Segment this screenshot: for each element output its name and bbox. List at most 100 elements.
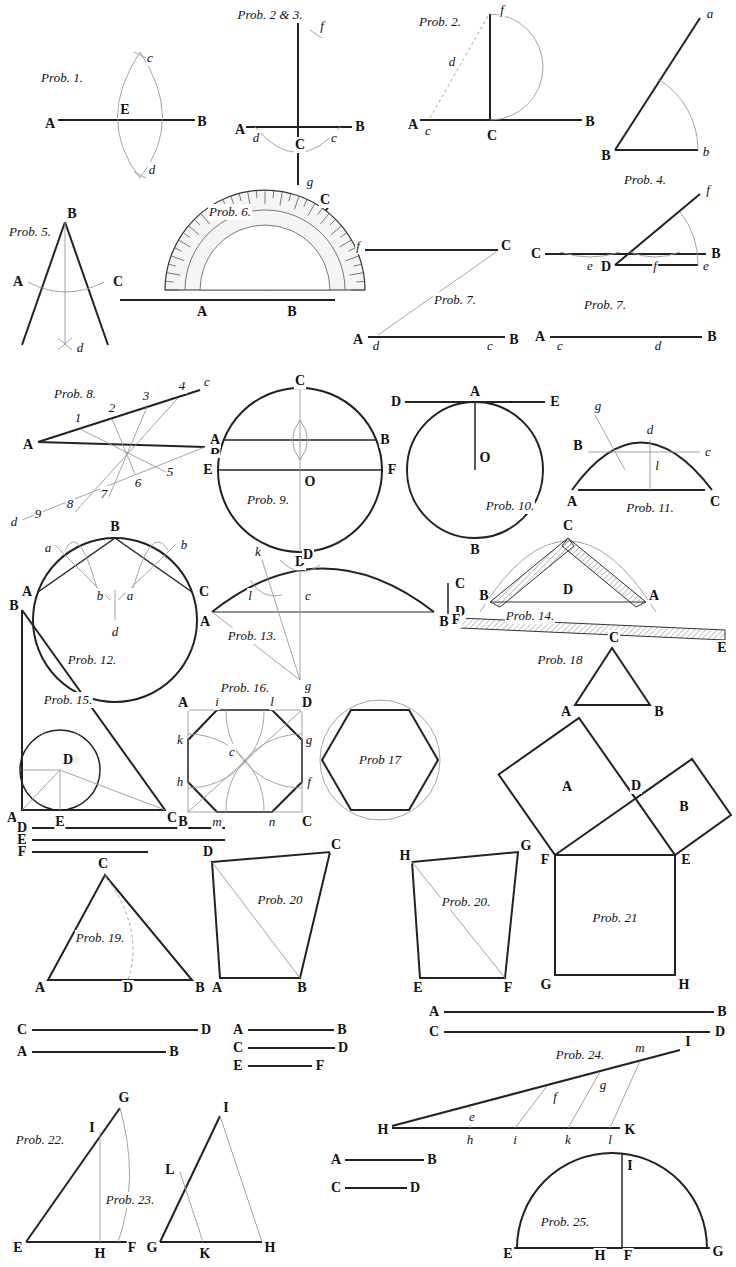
protractor-tick: [289, 193, 291, 201]
construction-letter: 4: [178, 378, 187, 394]
protractor-tick: [320, 213, 329, 224]
construction-letter: c: [304, 588, 312, 604]
protractor-tick: [165, 290, 179, 291]
problem-title: Prob. 20.: [441, 894, 491, 910]
protractor: [165, 190, 365, 290]
square-rule: [460, 538, 725, 640]
construction-letter: g: [306, 174, 315, 190]
point-letter: E: [12, 1240, 23, 1256]
construction-letter: f: [355, 238, 361, 254]
protractor-tick: [167, 273, 181, 275]
construction-letter: f: [552, 1089, 558, 1105]
point-letter: D: [562, 582, 574, 598]
point-letter: E: [119, 102, 130, 118]
construction-letter: g: [304, 678, 313, 694]
point-letter: I: [222, 1100, 229, 1116]
point-letter: A: [232, 1022, 244, 1038]
protractor-tick: [194, 219, 200, 225]
problem-title: Prob. 24.: [555, 1047, 605, 1063]
problem-title: Prob. 7.: [583, 297, 627, 313]
construction-letter: f: [319, 18, 325, 34]
point-letter: A: [648, 588, 660, 604]
construction-letter: c: [704, 444, 712, 460]
point-letter: A: [12, 274, 24, 290]
problem-title: Prob. 7.: [433, 292, 477, 308]
construction-letter: d: [252, 130, 261, 146]
point-letter: D: [302, 547, 314, 563]
protractor-tick: [350, 273, 364, 275]
protractor-tick: [174, 248, 181, 251]
protractor-tick: [318, 208, 323, 215]
construction-letter: g: [599, 1077, 608, 1093]
construction-letter: m: [211, 814, 222, 830]
point-letter: G: [146, 1240, 159, 1256]
construction-letter: e: [702, 258, 710, 274]
protractor-tick: [304, 199, 307, 206]
point-letter: B: [678, 799, 689, 815]
point-letter: D: [200, 1022, 212, 1038]
point-letter: C: [428, 1024, 440, 1040]
protractor-tick: [308, 203, 315, 215]
point-letter: B: [354, 119, 365, 135]
point-letter: H: [594, 1248, 607, 1264]
point-letter: B: [168, 1044, 179, 1060]
point-letter: H: [678, 977, 691, 993]
construction-letter: k: [254, 544, 262, 560]
problem-title: Prob. 14.: [505, 608, 555, 624]
construction-letter: l: [654, 458, 660, 474]
point-letter: B: [286, 304, 297, 320]
point-letter: A: [16, 1044, 28, 1060]
construction-letter: d: [76, 340, 85, 356]
problem-title: Prob. 5.: [8, 224, 52, 240]
point-letter: O: [479, 450, 492, 466]
point-letter: F: [540, 852, 551, 868]
point-letter: B: [716, 1004, 727, 1020]
construction-letter: h: [466, 1132, 475, 1148]
point-letter: H: [264, 1240, 277, 1256]
point-letter: D: [301, 695, 313, 711]
point-letter: B: [109, 519, 120, 535]
protractor-tick: [351, 290, 365, 291]
construction-letter: k: [176, 732, 184, 748]
construction-letter: c: [146, 50, 154, 66]
construction-letter: d: [654, 338, 663, 354]
construction-letter: c: [556, 338, 564, 354]
protractor-tick: [340, 233, 347, 238]
point-letter: A: [177, 695, 189, 711]
protractor-tick: [165, 281, 173, 283]
construction-letter: g: [594, 398, 603, 414]
point-letter: A: [469, 384, 481, 400]
point-letter: F: [623, 1248, 634, 1264]
point-letter: A: [352, 332, 364, 348]
point-letter: B: [296, 980, 307, 996]
point-letter: B: [584, 114, 595, 130]
point-letter: D: [390, 394, 402, 410]
construction-letter: i: [214, 694, 220, 710]
point-letter: I: [626, 1158, 633, 1174]
point-letter: B: [196, 114, 207, 130]
point-letter: B: [706, 329, 717, 345]
point-letter: E: [502, 1246, 513, 1262]
construction-letter: a: [44, 540, 53, 556]
point-letter: G: [520, 838, 533, 854]
point-letter: B: [653, 704, 664, 720]
point-letter: C: [294, 137, 306, 153]
point-letter: B: [194, 980, 205, 996]
point-letter: C: [454, 576, 466, 592]
protractor-tick: [330, 219, 336, 225]
point-letter: F: [127, 1240, 138, 1256]
point-letter: E: [549, 394, 560, 410]
point-letter: B: [379, 432, 390, 448]
construction-letter: 9: [34, 506, 43, 522]
construction-letter: a: [126, 588, 135, 604]
point-letter: B: [710, 246, 721, 262]
construction-letter: d: [372, 338, 381, 354]
point-letter: K: [624, 1122, 637, 1138]
problem-title: Prob. 9.: [246, 492, 290, 508]
point-letter: C: [112, 274, 124, 290]
point-letter: A: [566, 494, 578, 510]
construction-letter: l: [607, 1132, 613, 1148]
construction-letter: n: [268, 814, 277, 830]
point-letter: E: [680, 852, 691, 868]
point-letter: C: [500, 238, 512, 254]
